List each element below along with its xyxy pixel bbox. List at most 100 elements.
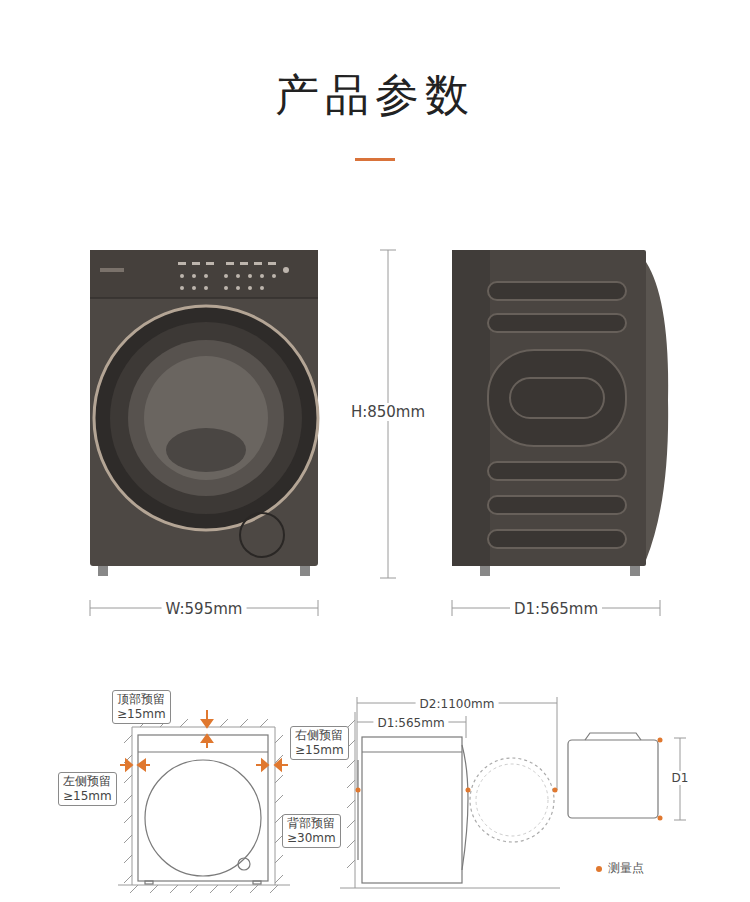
line-shape [340,888,560,889]
line-shape [210,885,218,893]
rect-shape [488,530,626,548]
circle-shape [180,274,184,278]
line-shape [124,815,132,823]
line-shape [674,820,686,821]
circle-shape [466,788,471,793]
line-shape [180,719,188,727]
circle-shape [658,816,663,821]
line-shape [380,578,396,579]
path-shape [262,760,268,770]
front-washer [90,250,318,576]
rect-shape [90,250,318,566]
line-shape [130,885,138,893]
page-title: 产品参数 [275,66,475,125]
circle-shape [192,274,196,278]
line-shape [557,697,558,790]
circle-shape [110,322,302,514]
circle-shape [94,306,318,530]
line-shape [124,875,132,883]
line-shape [347,840,355,848]
legend-swatch [596,866,602,872]
ellipse-shape [166,428,246,472]
line-shape [275,795,283,803]
callout-text: 背部预留 [287,816,336,831]
circle-shape [553,788,558,793]
line-shape [275,855,283,863]
path-shape [646,262,668,560]
circle-shape [476,764,548,836]
circle-shape [145,760,261,876]
callout-text: 右侧预留 [295,728,344,743]
circle-shape [204,274,208,278]
rect-shape [488,282,626,300]
line-shape [124,855,132,863]
line-shape [220,719,228,727]
path-shape [132,727,275,885]
line-shape [124,835,132,843]
line-shape [347,800,355,808]
rect-shape [568,740,658,818]
circle-shape [470,758,554,842]
circle-shape [248,274,252,278]
g-shape [488,282,626,548]
line-shape [452,600,453,616]
path-shape [462,745,468,870]
path-shape [126,760,132,770]
line-shape [170,885,178,893]
circle-shape [260,286,264,290]
rect-shape [452,250,490,566]
line-shape [250,885,258,893]
side-washer [452,250,668,576]
rect-shape [206,262,214,265]
line-shape [240,719,248,727]
circle-shape [128,340,284,496]
rect-shape [100,268,124,272]
line-shape [380,250,396,251]
rect-shape [254,262,262,265]
path-shape [585,733,641,740]
callout-text: ≥15mm [295,743,344,758]
line-shape [347,760,355,768]
rect-shape [630,566,640,576]
circle-shape [236,274,240,278]
circle-shape [238,858,250,870]
rect-shape [488,350,626,446]
width-dimension-label: W:595mm [162,600,247,618]
line-shape [466,716,467,738]
rect-shape [98,566,108,576]
circle-shape [248,286,252,290]
rect-shape [488,462,626,480]
line-shape [230,885,238,893]
line-shape [347,860,355,868]
path-shape [202,735,212,742]
rect-shape [253,881,261,884]
line-shape [124,775,132,783]
path-shape [202,720,212,727]
line-shape [270,885,278,893]
line-shape [124,735,132,743]
legend-text: 测量点 [608,861,644,875]
line-shape [190,885,198,893]
circle-shape [272,274,276,278]
g-shape [356,788,558,793]
rect-shape [226,262,234,265]
rect-shape [145,881,153,884]
rect-shape [355,158,395,161]
clearance-callout: 右侧预留≥15mm [290,726,349,760]
g-shape [118,719,290,893]
circle-shape [236,286,240,290]
rect-shape [178,262,186,265]
path-shape [275,760,281,770]
rect-shape [362,737,462,883]
circle-shape [224,274,228,278]
rect-shape [488,496,626,514]
circle-shape [260,274,264,278]
callout-text: 顶部预留 [117,692,166,707]
circle-shape [192,286,196,290]
rect-shape [240,262,248,265]
g-shape [138,735,268,884]
circle-shape [204,286,208,290]
callout-text: 左侧预留 [63,774,112,789]
callout-text: ≥30mm [287,831,336,846]
circle-shape [658,738,663,743]
